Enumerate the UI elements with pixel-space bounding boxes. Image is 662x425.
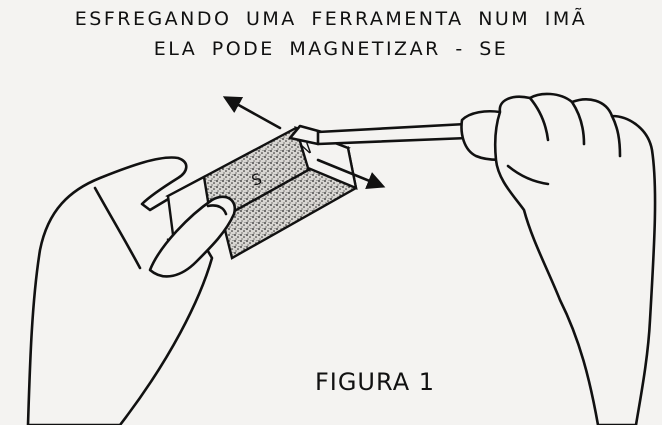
- figure-caption: FIGURA 1: [314, 368, 436, 396]
- stroke-arrows: [222, 96, 386, 189]
- screwdriver-shaft: [316, 122, 470, 146]
- arrow-up-left: [222, 96, 282, 130]
- left-thumb: [148, 195, 237, 278]
- title-line-2: ELA PODE MAGNETIZAR - SE: [153, 38, 509, 60]
- title-line-1: ESFREGANDO UMA FERRAMENTA NUM IMÃ: [74, 8, 588, 30]
- left-hand: [26, 156, 214, 425]
- right-hand: [493, 92, 657, 425]
- arrow-down-right: [316, 158, 386, 189]
